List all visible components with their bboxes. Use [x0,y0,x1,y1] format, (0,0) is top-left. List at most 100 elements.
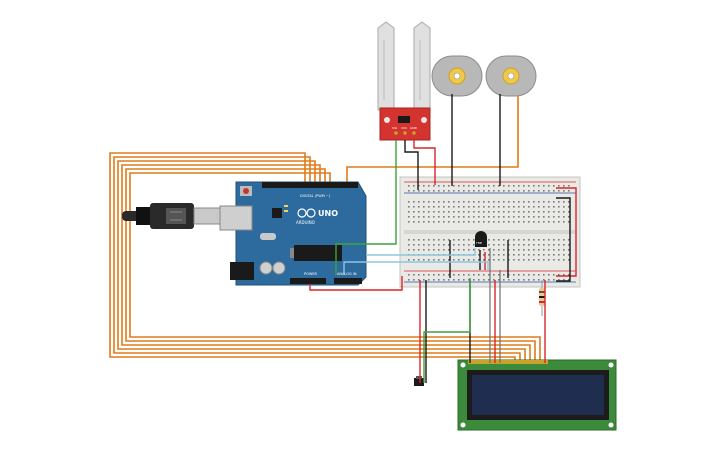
breadboard-hole [513,259,515,261]
breadboard-hole [498,244,500,246]
temperature-sensor[interactable]: TMP [475,231,487,247]
breadboard-hole [453,249,455,251]
breadboard-hole [483,274,485,276]
breadboard-hole [413,185,415,187]
breadboard-hole [568,190,570,192]
breadboard-hole [463,259,465,261]
breadboard-hole [453,259,455,261]
breadboard-hole [453,274,455,276]
breadboard-hole [563,206,565,208]
breadboard-hole [553,259,555,261]
breadboard-hole [473,279,475,281]
breadboard-hole [538,249,540,251]
breadboard-hole [533,259,535,261]
breadboard-hole [478,274,480,276]
breadboard-hole [463,239,465,241]
breadboard-hole [468,211,470,213]
breadboard-hole [453,211,455,213]
breadboard-hole [503,190,505,192]
breadboard[interactable] [399,176,581,288]
breadboard-hole [483,185,485,187]
breadboard-hole [543,211,545,213]
breadboard-hole [418,274,420,276]
breadboard-hole [553,185,555,187]
breadboard-hole [558,254,560,256]
breadboard-hole [423,259,425,261]
arduino-board[interactable]: UNO ARDUINO DIGITAL (PWM ~) POWER ANALOG… [219,181,367,286]
breadboard-hole [488,254,490,256]
soil-sensor-pin-vcc: VCC [401,126,407,130]
dc-motor-1[interactable] [431,55,483,97]
breadboard-hole [518,221,520,223]
breadboard-hole [478,254,480,256]
breadboard-hole [438,216,440,218]
breadboard-hole [523,254,525,256]
breadboard-hole [503,216,505,218]
breadboard-hole [468,190,470,192]
breadboard-hole [453,221,455,223]
breadboard-hole [478,279,480,281]
push-button[interactable] [414,376,424,386]
breadboard-hole [438,206,440,208]
breadboard-hole [423,274,425,276]
breadboard-hole [548,254,550,256]
breadboard-hole [543,279,545,281]
breadboard-hole [523,221,525,223]
breadboard-hole [418,185,420,187]
lcd-display[interactable] [457,359,617,431]
breadboard-hole [553,221,555,223]
breadboard-hole [528,216,530,218]
breadboard-hole [448,249,450,251]
breadboard-hole [543,185,545,187]
breadboard-hole [513,190,515,192]
breadboard-hole [468,249,470,251]
breadboard-hole [438,244,440,246]
breadboard-hole [488,211,490,213]
soil-moisture-sensor[interactable]: SIG VCC GND [377,21,431,141]
breadboard-hole [568,221,570,223]
breadboard-hole [548,239,550,241]
breadboard-hole [478,201,480,203]
breadboard-hole [463,216,465,218]
breadboard-hole [548,211,550,213]
arduino-analog-label: ANALOG IN [337,272,357,276]
breadboard-hole [533,254,535,256]
breadboard-hole [423,244,425,246]
breadboard-hole [513,244,515,246]
soil-sensor-pin-sig: SIG [392,126,398,130]
soil-sensor-pin-gnd: GND [410,126,418,130]
breadboard-hole [498,221,500,223]
breadboard-hole [518,259,520,261]
breadboard-hole [423,206,425,208]
breadboard-hole [478,249,480,251]
breadboard-hole [553,216,555,218]
breadboard-hole [478,185,480,187]
arduino-power-label: POWER [304,272,318,276]
breadboard-hole [568,201,570,203]
breadboard-hole [508,244,510,246]
breadboard-hole [408,279,410,281]
breadboard-hole [558,239,560,241]
breadboard-hole [453,279,455,281]
breadboard-hole [493,190,495,192]
breadboard-hole [418,239,420,241]
breadboard-hole [518,254,520,256]
breadboard-hole [458,259,460,261]
breadboard-hole [503,185,505,187]
breadboard-hole [458,244,460,246]
breadboard-hole [433,244,435,246]
breadboard-hole [553,206,555,208]
breadboard-hole [473,274,475,276]
breadboard-hole [413,190,415,192]
breadboard-hole [528,249,530,251]
breadboard-hole [533,274,535,276]
breadboard-hole [553,239,555,241]
breadboard-hole [513,221,515,223]
breadboard-hole [478,216,480,218]
breadboard-hole [413,221,415,223]
breadboard-hole [503,249,505,251]
breadboard-hole [493,274,495,276]
resistor[interactable] [539,280,545,316]
breadboard-hole [428,274,430,276]
dc-motor-2[interactable] [485,55,537,97]
